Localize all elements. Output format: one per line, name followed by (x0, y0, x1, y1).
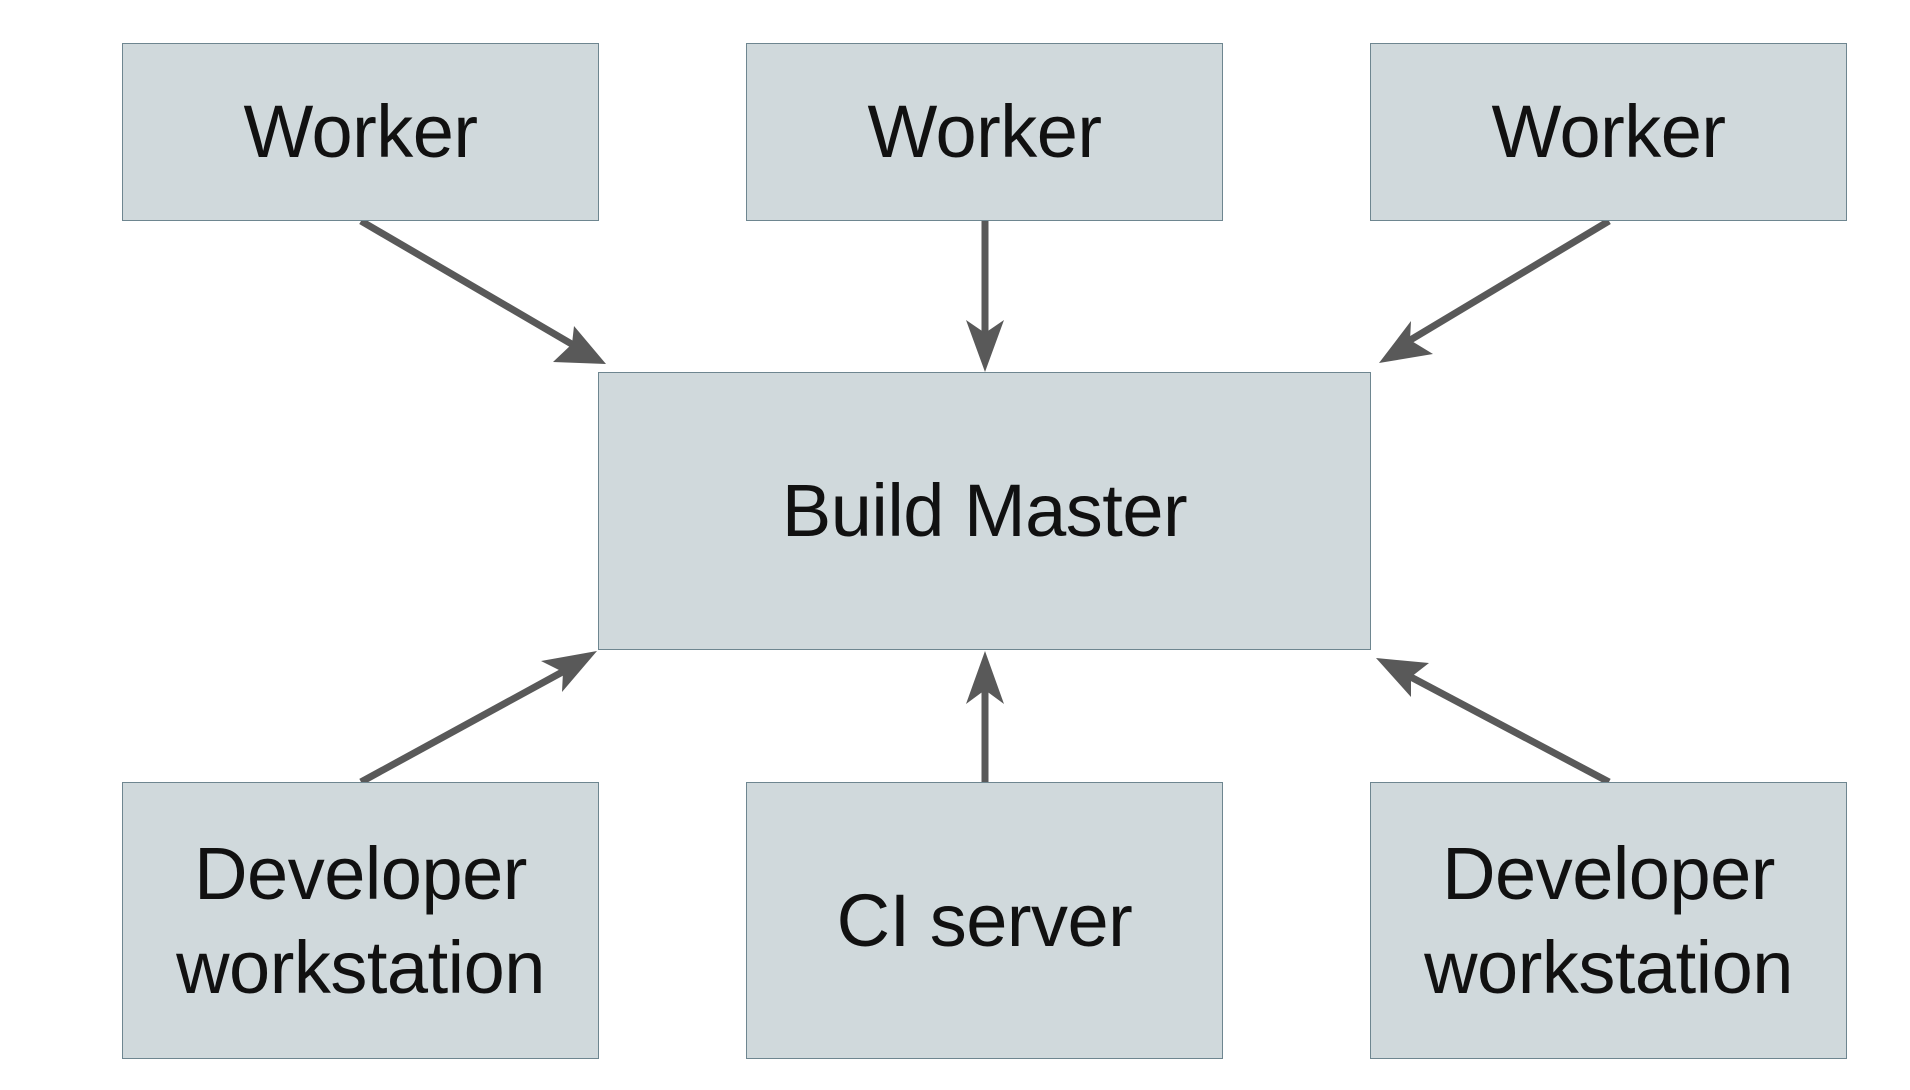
developer-workstation-node-right: Developer workstation (1370, 782, 1847, 1059)
arrow-worker-center-to-build-master (966, 221, 1004, 372)
worker-node-left: Worker (122, 43, 599, 221)
developer-workstation-node-left: Developer workstation (122, 782, 599, 1059)
arrow-ci-server-to-build-master (966, 651, 1004, 782)
ci-server-node: CI server (746, 782, 1223, 1059)
arrow-worker-left-to-build-master (359, 217, 606, 364)
worker-node-right: Worker (1370, 43, 1847, 221)
build-master-label: Build Master (781, 469, 1188, 552)
arrow-dev-left-to-build-master (359, 651, 597, 786)
developer-workstation-left-line-2: workstation (176, 925, 545, 1009)
developer-workstation-right-line-1: Developer (1442, 831, 1775, 915)
worker-node-center: Worker (746, 43, 1223, 221)
build-master-node: Build Master (598, 372, 1371, 650)
worker-node-left-label: Worker (243, 90, 478, 173)
arrow-dev-right-to-build-master (1376, 658, 1611, 786)
arrow-worker-right-to-build-master (1379, 217, 1611, 363)
developer-workstation-left-line-1: Developer (194, 831, 527, 915)
worker-node-center-label: Worker (867, 90, 1102, 173)
developer-workstation-right-line-2: workstation (1424, 925, 1793, 1009)
worker-node-right-label: Worker (1491, 90, 1726, 173)
ci-server-label: CI server (836, 878, 1133, 962)
